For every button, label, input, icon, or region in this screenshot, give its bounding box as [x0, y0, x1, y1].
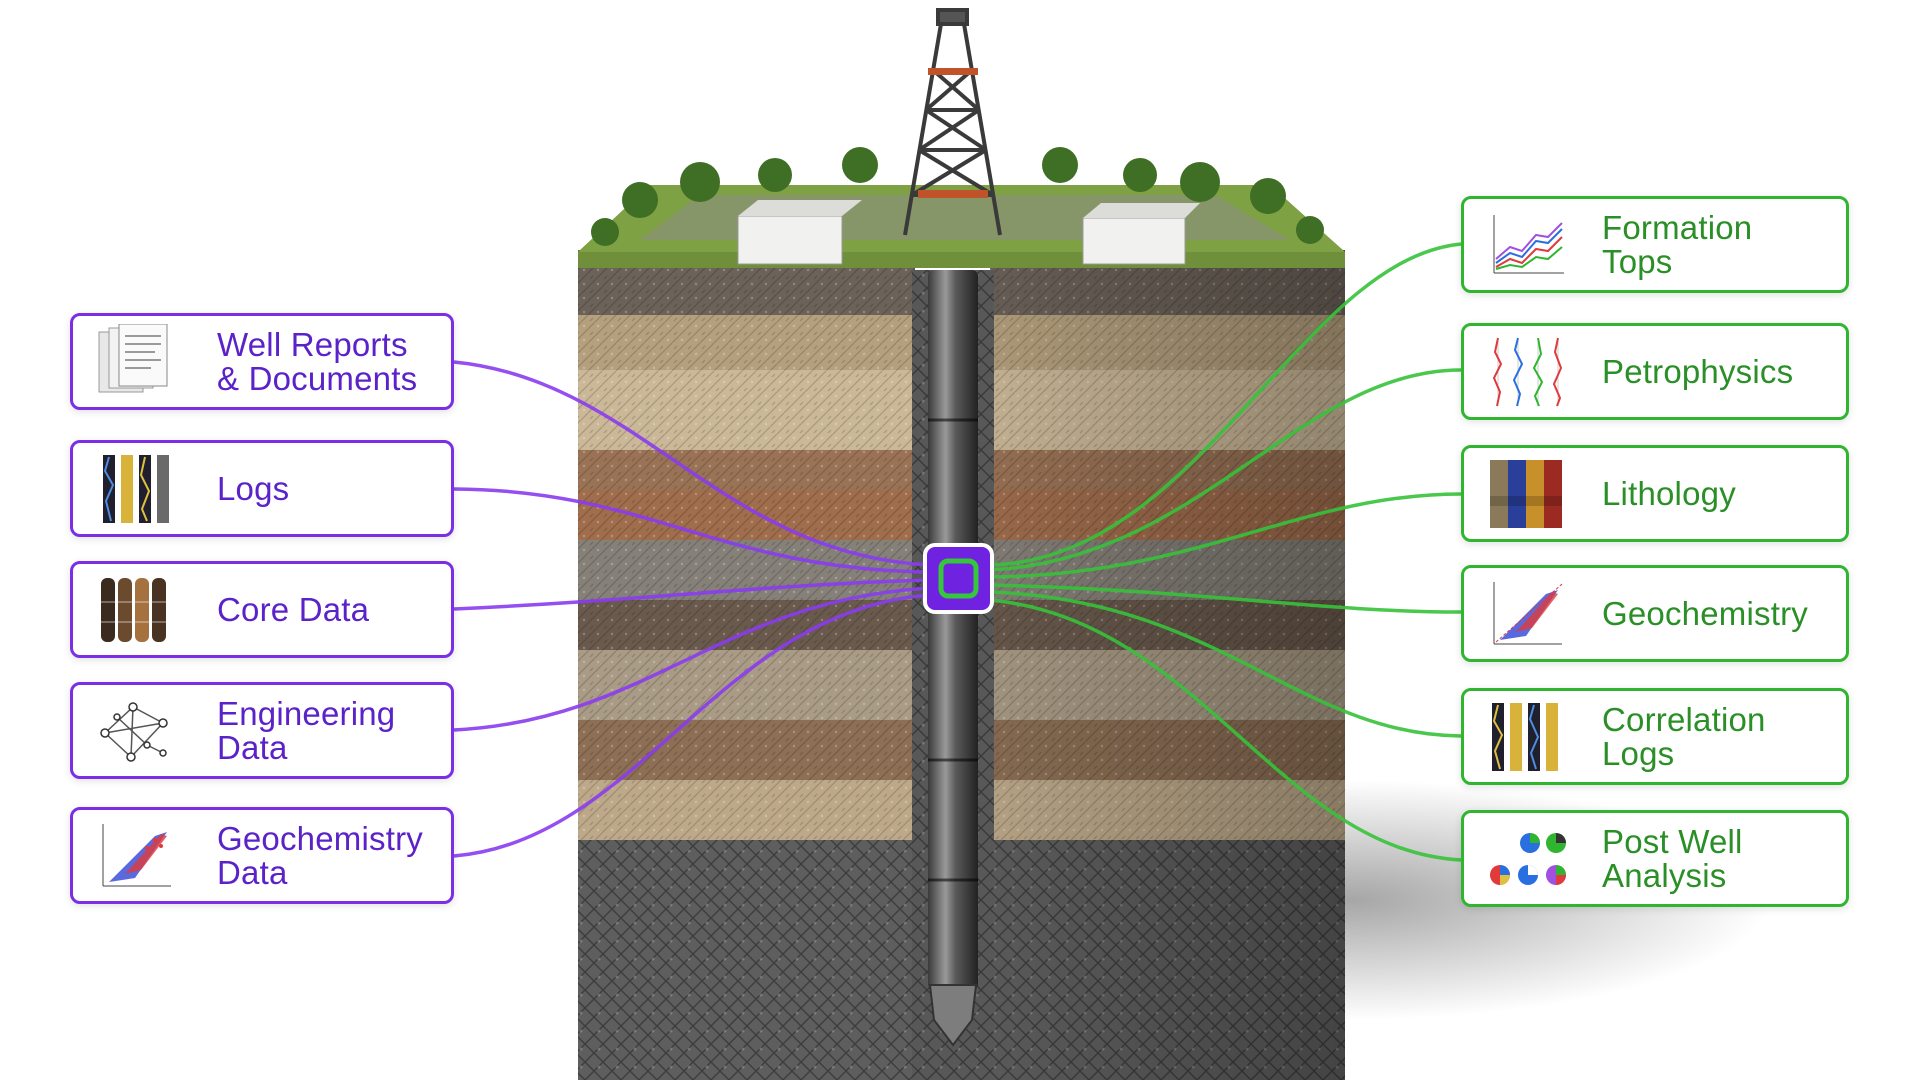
scatter-plot-icon: [1493, 581, 1563, 644]
lithology-blocks-icon: [1490, 459, 1562, 528]
output-label: Petrophysics: [1602, 352, 1794, 390]
output-label: Geochemistry: [1602, 594, 1808, 632]
input-card-well-reports[interactable]: Well Reports & Documents: [70, 313, 454, 410]
building-left: [737, 215, 843, 265]
output-label: Correlation Logs: [1602, 700, 1766, 772]
input-label: Core Data: [217, 590, 370, 628]
input-card-engineering-data[interactable]: Engineering Data: [70, 682, 454, 779]
log-strips-icon: [1492, 702, 1558, 771]
input-label: Well Reports & Documents: [217, 325, 418, 397]
input-card-logs[interactable]: Logs: [70, 440, 454, 537]
output-card-formation-tops[interactable]: Formation Tops: [1461, 196, 1849, 293]
output-label: Post Well Analysis: [1602, 822, 1743, 894]
output-card-correlation-logs[interactable]: Correlation Logs: [1461, 688, 1849, 785]
surface-grass: [578, 147, 1345, 268]
integration-hub: [923, 543, 994, 614]
input-card-core-data[interactable]: Core Data: [70, 561, 454, 658]
output-card-geochemistry[interactable]: Geochemistry: [1461, 565, 1849, 662]
documents-icon: [98, 323, 168, 392]
network-graph-icon: [100, 701, 168, 762]
scatter-plot-icon: [102, 823, 171, 886]
input-label: Engineering Data: [217, 694, 396, 766]
output-card-post-well-analysis[interactable]: Post Well Analysis: [1461, 810, 1849, 907]
drill-bit: [928, 984, 978, 1047]
input-connectors: [453, 360, 931, 858]
log-curves-icon: [1492, 337, 1563, 406]
output-card-lithology[interactable]: Lithology: [1461, 445, 1849, 542]
strata-left-face: [578, 250, 915, 1080]
pie-charts-icon: [1490, 832, 1566, 885]
input-card-geochemistry-data[interactable]: Geochemistry Data: [70, 807, 454, 904]
output-connectors: [989, 242, 1462, 862]
output-label: Lithology: [1602, 474, 1736, 512]
drilling-derrick: [903, 8, 1002, 236]
building-right: [1082, 217, 1186, 265]
borehole: [912, 270, 994, 1080]
output-label: Formation Tops: [1602, 208, 1753, 280]
log-strips-icon: [103, 454, 169, 523]
strata-right-face: [990, 250, 1345, 1080]
input-label: Logs: [217, 469, 290, 507]
core-samples-icon: [101, 577, 166, 642]
input-label: Geochemistry Data: [217, 819, 423, 891]
line-chart-icon: [1493, 214, 1564, 273]
output-card-petrophysics[interactable]: Petrophysics: [1461, 323, 1849, 420]
